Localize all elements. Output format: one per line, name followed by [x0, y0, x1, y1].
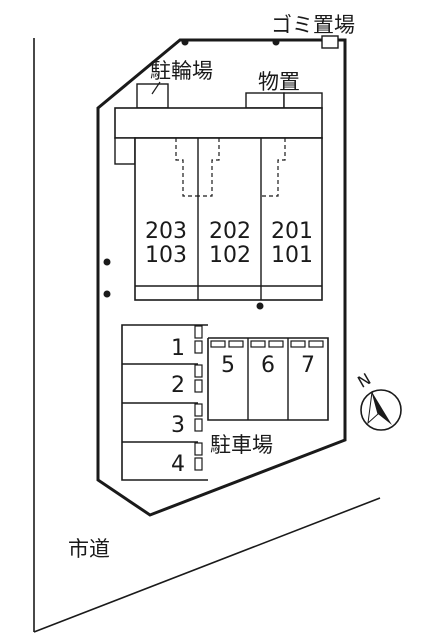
garbage-station-box: [321, 35, 339, 49]
parking-space-2: 2: [171, 373, 185, 398]
unit-103: 103: [145, 243, 187, 268]
unit-203: 203: [145, 219, 187, 244]
parking-space-7: 7: [301, 353, 315, 378]
parking-numbers: 1 2 3 4 5 6 7: [171, 336, 315, 477]
garbage-station-label: ゴミ置場: [271, 13, 355, 37]
bicycle-parking-leader: [151, 81, 161, 95]
road-label: 市道: [68, 537, 110, 561]
property-lot: [96, 38, 347, 517]
storage-sheds: [245, 92, 323, 109]
storage-label: 物置: [258, 70, 300, 94]
boundary-markers: [103, 38, 280, 310]
road-boundary: [33, 38, 381, 633]
unit-numbers: 203 202 201 103 102 101: [145, 219, 313, 268]
unit-101: 101: [271, 243, 313, 268]
parking-space-1: 1: [171, 336, 185, 361]
parking-space-6: 6: [261, 353, 275, 378]
north-compass-icon: N: [354, 369, 402, 431]
unit-102: 102: [209, 243, 251, 268]
bicycle-parking-label: 駐輪場: [150, 59, 213, 83]
parking-area: [121, 324, 329, 481]
unit-202: 202: [209, 219, 251, 244]
bicycle-parking-box: [136, 83, 169, 109]
parking-label: 駐車場: [210, 433, 273, 457]
parking-space-5: 5: [221, 353, 235, 378]
apartment-building: [114, 107, 323, 301]
compass-north-label: N: [354, 369, 374, 391]
parking-space-3: 3: [171, 413, 185, 438]
unit-201: 201: [271, 219, 313, 244]
parking-space-4: 4: [171, 452, 185, 477]
